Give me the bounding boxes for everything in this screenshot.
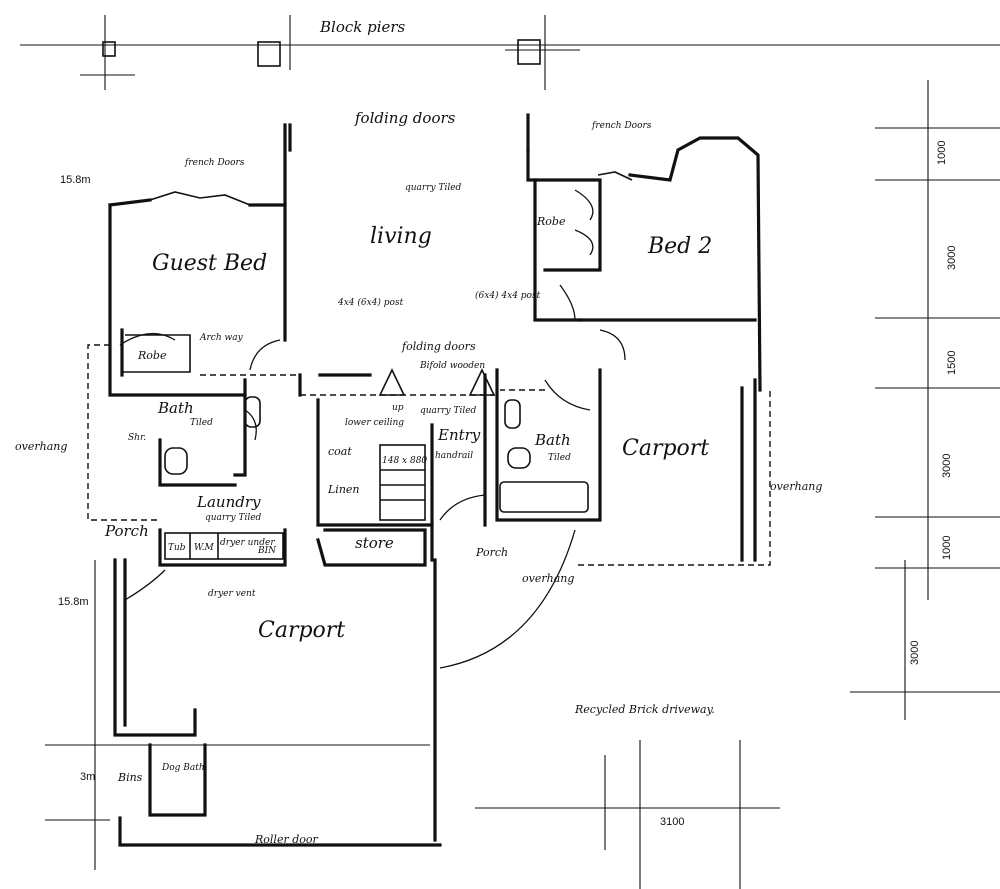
- walls: [108, 113, 762, 847]
- room-laundry: Laundry: [196, 493, 261, 511]
- note-folding-doors-top: folding doors: [354, 109, 456, 127]
- room-store: store: [355, 534, 394, 552]
- note-up: up: [392, 403, 404, 413]
- room-bath-left: Bath: [157, 399, 194, 417]
- room-bed-2: Bed 2: [647, 234, 712, 259]
- overhang-lines: [87, 344, 771, 566]
- room-dog-bath: Dog Bath: [161, 763, 205, 773]
- room-living: living: [370, 224, 432, 249]
- room-bath-right: Bath: [534, 431, 571, 449]
- dim-right-1: 1000: [936, 141, 948, 165]
- note-overhang-porch: overhang: [522, 572, 574, 585]
- note-tiled-right: Tiled: [548, 453, 571, 463]
- dim-bottom: 3100: [660, 816, 684, 828]
- door-arcs: [119, 189, 626, 669]
- room-carport-right: Carport: [622, 436, 709, 461]
- note-stair-size: 148 x 880: [382, 456, 427, 466]
- note-folding-doors-mid: folding doors: [401, 340, 476, 353]
- note-dryer-under: dryer under: [220, 538, 275, 548]
- dim-left-mid: 15.8m: [58, 596, 89, 608]
- room-bins: Bins: [117, 771, 143, 784]
- room-robe-left: Robe: [137, 349, 167, 362]
- room-guest-bed: Guest Bed: [152, 251, 267, 276]
- dim-right-6: 3000: [909, 641, 921, 665]
- room-linen: Linen: [327, 483, 360, 496]
- note-dryer-vent: dryer vent: [208, 589, 256, 599]
- note-tub: Tub: [168, 543, 186, 553]
- note-arch-way: Arch way: [199, 333, 244, 343]
- note-post-left: 4x4 (6x4) post: [337, 297, 404, 308]
- note-block-piers: Block piers: [319, 18, 406, 36]
- block-piers: [102, 39, 541, 67]
- dim-right-2: 3000: [946, 246, 958, 270]
- note-recycled-brick: Recycled Brick driveway.: [574, 703, 715, 716]
- dim-right-4: 3000: [941, 454, 953, 478]
- note-quarry-tiled-laundry: quarry Tiled: [205, 513, 262, 523]
- note-bifold-wooden: Bifold wooden: [419, 361, 485, 371]
- room-entry: Entry: [437, 426, 481, 444]
- french-door-marks: [149, 171, 633, 206]
- note-bin: BIN: [257, 546, 277, 556]
- room-porch-left: Porch: [104, 522, 149, 540]
- note-french-doors-right: french Doors: [591, 121, 652, 131]
- room-carport-main: Carport: [258, 618, 345, 643]
- dim-left-bottom: 3m: [80, 771, 95, 783]
- note-quarry-tiled-entry: quarry Tiled: [420, 406, 477, 416]
- note-roller-door: Roller door: [254, 833, 318, 846]
- note-quarry-tiled-living: quarry Tiled: [405, 183, 462, 193]
- note-wm: W.M: [194, 543, 215, 553]
- note-tiled-left: Tiled: [190, 418, 213, 428]
- note-french-doors-left: french Doors: [184, 158, 245, 168]
- room-robe-right: Robe: [536, 215, 566, 228]
- fixtures: [164, 368, 589, 560]
- dim-left-top: 15.8m: [60, 174, 91, 186]
- room-porch-right: Porch: [475, 546, 508, 559]
- dim-right-3: 1500: [946, 351, 958, 375]
- room-coat: coat: [328, 445, 352, 458]
- dim-right-5: 1000: [941, 536, 953, 560]
- note-post-right: (6x4) 4x4 post: [475, 290, 541, 301]
- note-handrail: handrail: [435, 451, 473, 461]
- grid-lines: [20, 15, 1000, 889]
- note-lower-ceiling: lower ceiling: [345, 418, 404, 428]
- note-overhang-right: overhang: [770, 480, 822, 493]
- note-overhang-left: overhang: [15, 440, 67, 453]
- room-shower: Shr.: [128, 433, 146, 443]
